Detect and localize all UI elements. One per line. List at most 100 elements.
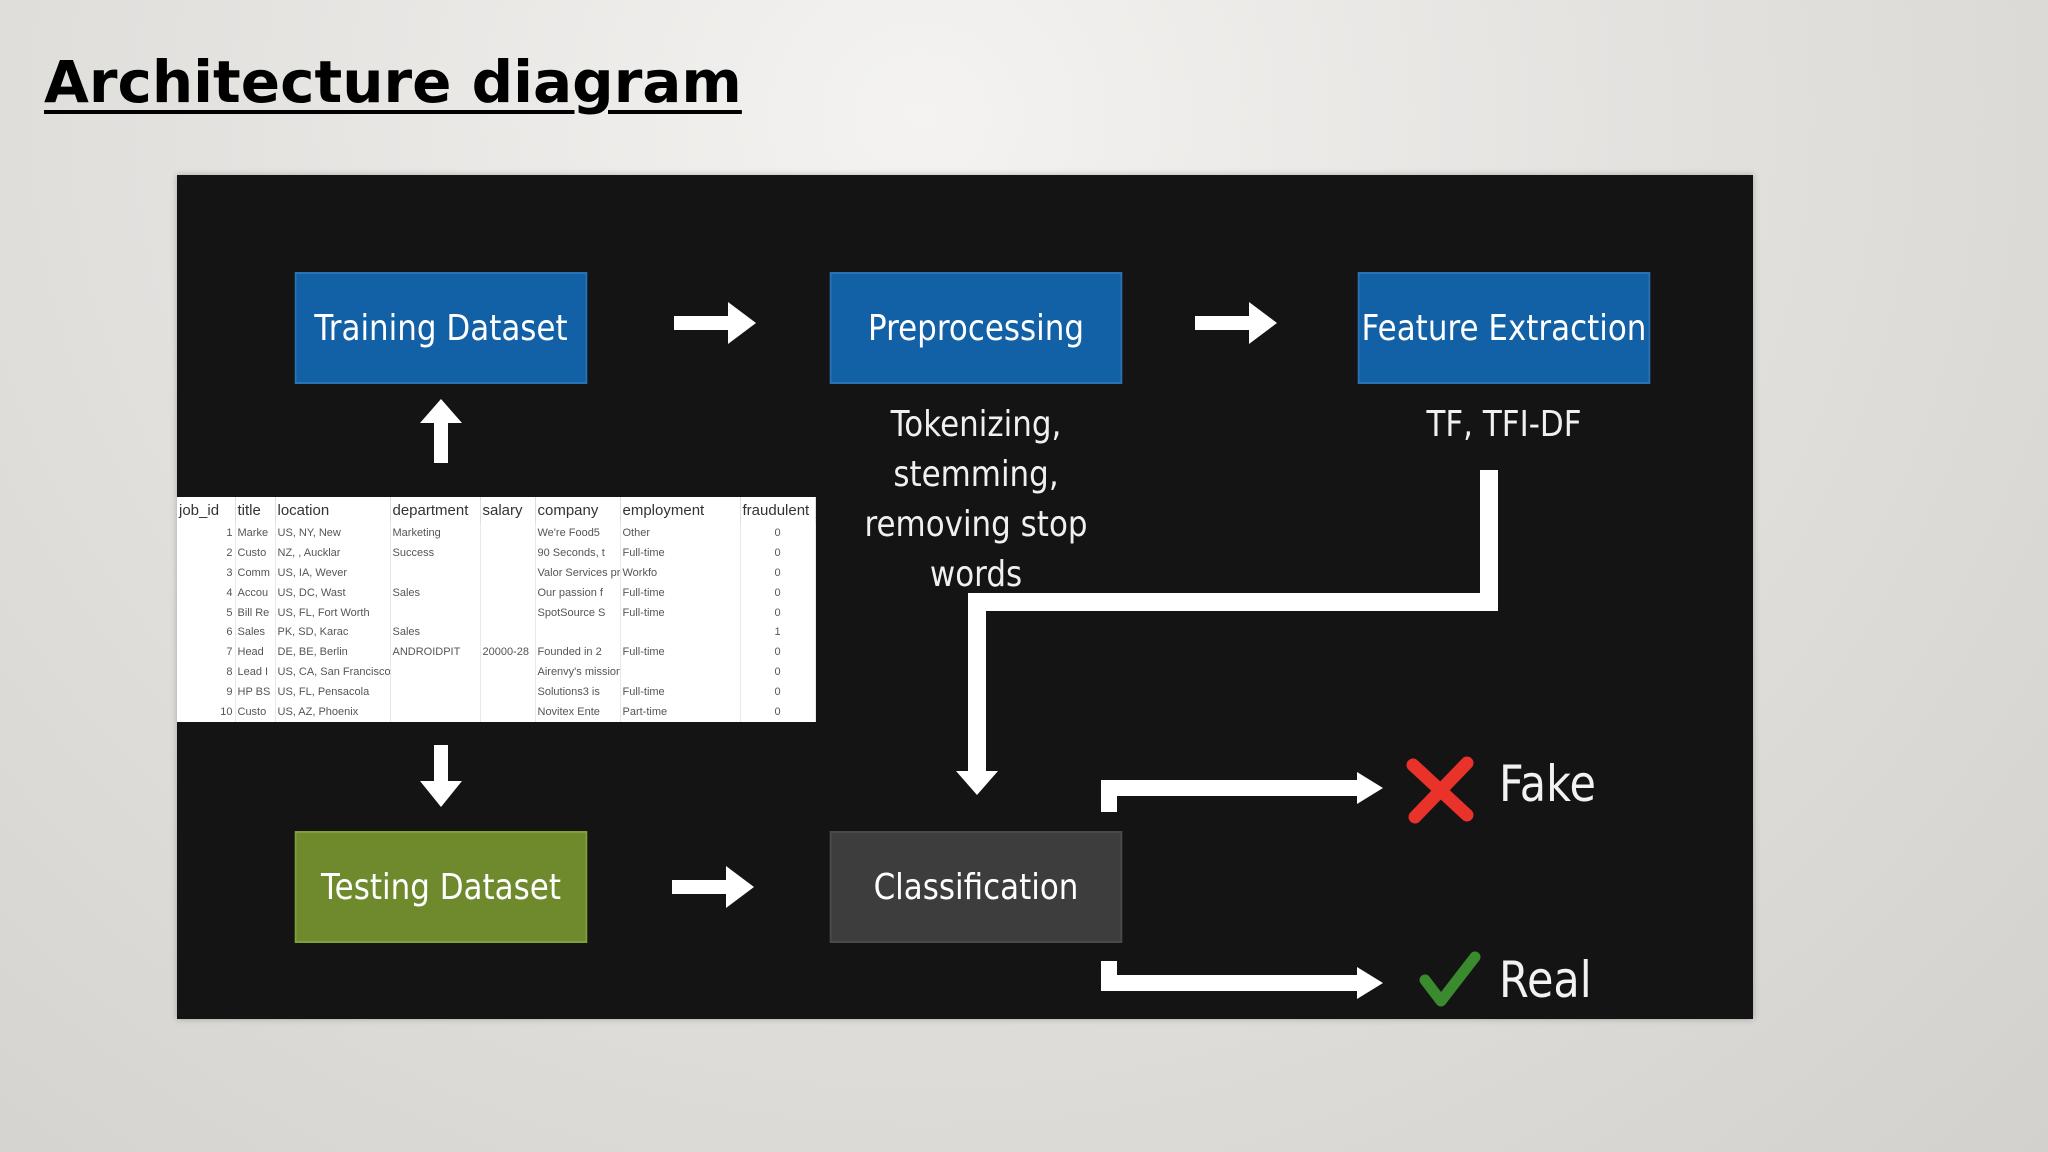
table-cell (535, 622, 621, 643)
preprocessing-caption-line1: Tokenizing, stemming, (890, 404, 1062, 495)
arrow-right-icon (1195, 302, 1277, 344)
table-cell (480, 542, 536, 563)
table-cell: 0 (740, 682, 816, 703)
checkmark-icon (1419, 951, 1481, 1007)
table-cell: Success (390, 542, 481, 563)
table-cell: Part-time (620, 702, 741, 722)
table-cell: Novitex Ente (535, 702, 621, 722)
table-cell: 3 (177, 562, 236, 583)
table-cell (620, 622, 741, 643)
table-cell: 6 (177, 622, 236, 643)
preprocessing-caption: Tokenizing, stemming, removing stop word… (830, 400, 1122, 600)
table-cell (480, 662, 536, 683)
testing-dataset-node: Testing Dataset (294, 831, 588, 943)
table-cell (390, 562, 481, 583)
preprocessing-node: Preprocessing (829, 272, 1123, 384)
table-header: salary (480, 497, 536, 523)
table-cell (620, 662, 741, 683)
table-cell: Founded in 2 (535, 642, 621, 663)
table-cell: Airenvy's mission is to provi (535, 662, 621, 683)
table-cell: US, AZ, Phoenix (275, 702, 391, 722)
table-header: job_id (177, 497, 236, 523)
table-cell (390, 602, 481, 623)
table-cell: 0 (740, 602, 816, 623)
table-cell: 0 (740, 562, 816, 583)
table-cell: Bill Re (235, 602, 276, 623)
table-cell (480, 702, 536, 722)
table-cell (390, 682, 481, 703)
table-cell: Full-time (620, 602, 741, 623)
connectors (420, 302, 1498, 1007)
table-cell (480, 622, 536, 643)
slide-title: Architecture diagram (44, 48, 742, 116)
table-cell: PK, SD, Karac (275, 622, 391, 643)
table-cell: Workfo (620, 562, 741, 583)
table-cell: Custo (235, 702, 276, 722)
table-header: company (535, 497, 621, 523)
table-cell: 8 (177, 662, 236, 683)
table-cell: Other (620, 523, 741, 543)
table-cell: Full-time (620, 642, 741, 663)
arrow-up-icon (420, 399, 462, 463)
table-cell: 1 (177, 523, 236, 543)
table-cell: ANDROIDPIT (390, 642, 481, 663)
table-header: location (275, 497, 391, 523)
dataset-sample-table: job_id title location department salary … (177, 497, 816, 722)
arrow-right-icon (674, 302, 756, 344)
table-cell: 0 (740, 702, 816, 722)
table-cell: HP BS (235, 682, 276, 703)
table-cell: US, NY, New (275, 523, 391, 543)
table-cell: Sales (390, 622, 481, 643)
table-cell (480, 562, 536, 583)
table-cell (390, 662, 481, 683)
table-cell: 0 (740, 523, 816, 543)
table-cell: Sales (235, 622, 276, 643)
table-cell: 1 (740, 622, 816, 643)
table-cell: 10 (177, 702, 236, 722)
table-cell: 7 (177, 642, 236, 663)
preprocessing-caption-line2: removing stop words (864, 504, 1088, 595)
table-cell: NZ, , Aucklar (275, 542, 391, 563)
table-cell: Comm (235, 562, 276, 583)
table-cell (480, 523, 536, 543)
table-cell: US, FL, Fort Worth (275, 602, 391, 623)
real-label: Real (1499, 951, 1592, 1009)
table-cell: Marketing (390, 523, 481, 543)
table-cell: Full-time (620, 582, 741, 603)
table-cell: 0 (740, 642, 816, 663)
table-cell: Lead I (235, 662, 276, 683)
table-cell: SpotSource S (535, 602, 621, 623)
table-cell: 9 (177, 682, 236, 703)
table-cell: 2 (177, 542, 236, 563)
table-cell: We're Food5 (535, 523, 621, 543)
table-cell: Our passion f (535, 582, 621, 603)
table-cell: Accou (235, 582, 276, 603)
classification-node: Classification (829, 831, 1123, 943)
table-cell: 4 (177, 582, 236, 603)
table-header: fraudulent (740, 497, 816, 523)
table-cell: Head (235, 642, 276, 663)
elbow-arrow-icon (956, 470, 1498, 795)
feature-caption: TF, TFI-DF (1426, 404, 1582, 445)
table-cell: 20000-28 (480, 642, 536, 663)
table-header: title (235, 497, 276, 523)
arrow-right-icon (672, 866, 754, 908)
table-cell (480, 682, 536, 703)
table-cell: DE, BE, Berlin (275, 642, 391, 663)
arrow-right-icon (1101, 961, 1383, 999)
training-dataset-node: Training Dataset (294, 272, 588, 384)
table-cell: Sales (390, 582, 481, 603)
table-cell: Solutions3 is (535, 682, 621, 703)
table-cell: 0 (740, 662, 816, 683)
feature-extraction-node: Feature Extraction (1357, 272, 1651, 384)
table-cell: Full-time (620, 682, 741, 703)
table-header: employment (620, 497, 741, 523)
